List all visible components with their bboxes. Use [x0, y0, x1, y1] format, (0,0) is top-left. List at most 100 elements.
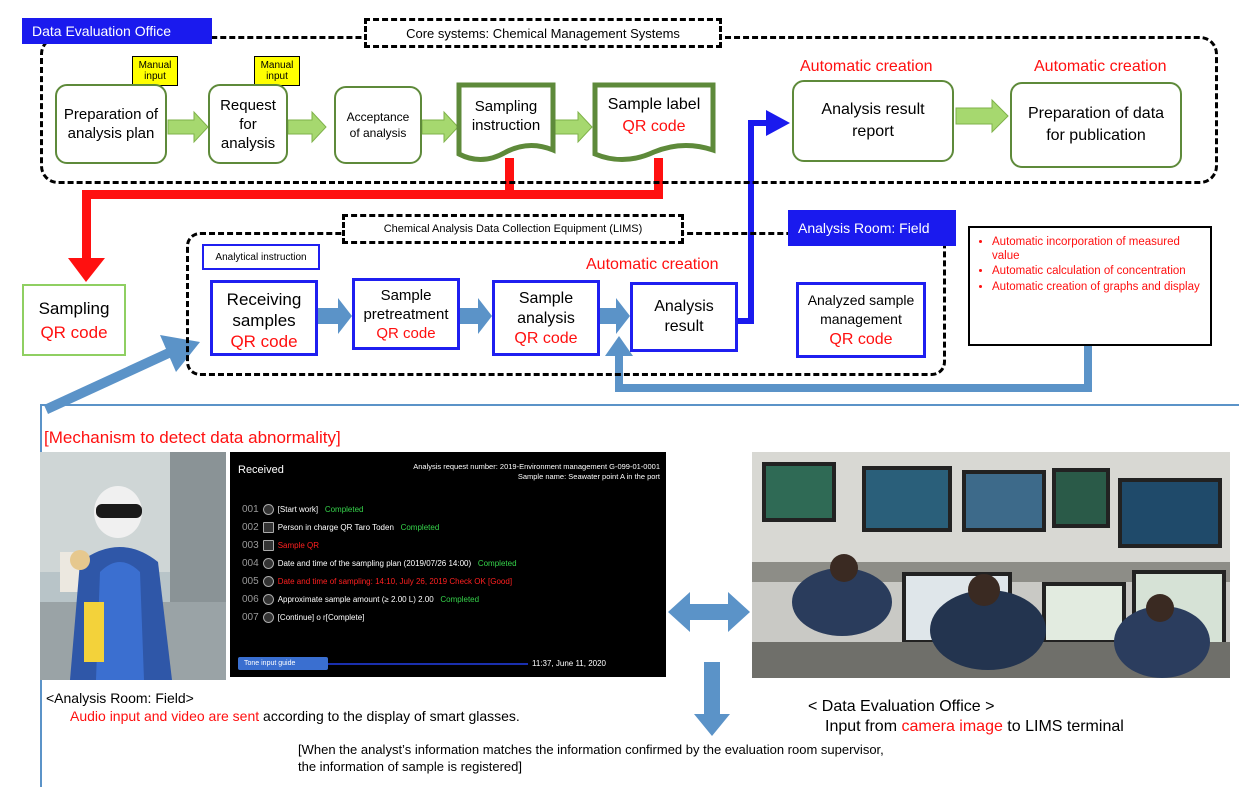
analysis-room-text: Analysis Room: Field [798, 220, 930, 236]
request-for-analysis: Request for analysis [208, 84, 288, 164]
tone-input-guide-button[interactable]: Tone input guide [238, 657, 328, 670]
screen-row-3-text: Sample QR [277, 541, 320, 550]
analyzed-mgmt-text: Analyzed sample management [807, 292, 915, 327]
preparation-text: Preparation of analysis plan [63, 106, 159, 142]
auto-creation-label-2: Automatic creation [1034, 58, 1167, 75]
automation-item-3: Automatic creation of graphs and display [992, 281, 1202, 295]
screen-row-5-text: Date and time of sampling: 14:10, July 2… [277, 577, 513, 586]
request-text: Request for analysis [220, 96, 276, 152]
analytical-instruction-label: Analytical instruction [202, 244, 320, 270]
sample-label-qr: QR code [622, 118, 686, 135]
lims-title: Chemical Analysis Data Collection Equipm… [342, 214, 684, 244]
tone-input-guide-text: Tone input guide [244, 660, 296, 667]
register-caption-line-2: the information of sample is registered] [298, 759, 522, 774]
screen-row-6-text: Approximate sample amount (≥ 2.00 L) 2.0… [277, 595, 434, 604]
input-caption-red: camera image [901, 718, 1003, 735]
screen-row-1-num: 001 [242, 504, 259, 515]
status-icon [262, 594, 274, 606]
acceptance-of-analysis: Acceptance of analysis [334, 86, 422, 164]
screen-sample-name: Sample name: Seawater point A in the por… [517, 472, 660, 481]
sample-analysis: Sample analysis QR code [492, 280, 600, 356]
lims-flow-arrows [318, 298, 630, 334]
green-arrow-2 [287, 110, 327, 144]
screen-row-7-text: [Continue] o r[Complete] [277, 613, 365, 622]
smart-glasses-screen: Received Analysis request number: 2019-E… [230, 452, 666, 677]
screen-row-3-num: 003 [242, 540, 259, 551]
sampling-text: Sampling [38, 299, 110, 318]
mechanism-title: [Mechanism to detect data abnormality] [44, 428, 341, 447]
screen-row-4-status: Completed [477, 559, 517, 568]
automation-item-1: Automatic incorporation of measured valu… [992, 236, 1202, 263]
audio-caption: Audio input and video are sent according… [70, 708, 520, 724]
screen-row-6: 006 Approximate sample amount (≥ 2.00 L) … [242, 594, 480, 606]
analysis-result-text: Analysis result [654, 298, 714, 335]
receiving-text: Receiving samples [226, 290, 302, 330]
manual-input-note-1: Manual input [132, 56, 178, 86]
manual-input-note-2: Manual input [254, 56, 300, 86]
down-arrow [694, 662, 730, 736]
lims-auto-creation: Automatic creation [586, 256, 719, 273]
input-caption-suffix: to LIMS terminal [1002, 718, 1124, 735]
screen-row-5-num: 005 [242, 576, 259, 587]
analysis-room-field-title: Analysis Room: Field [788, 210, 956, 246]
sampling-box: Sampling QR code [22, 284, 126, 356]
screen-row-2-status: Completed [400, 523, 440, 532]
screen-row-6-status: Completed [440, 595, 480, 604]
screen-received-label: Received [238, 464, 284, 476]
register-caption-line-1: [When the analyst’s information matches … [298, 742, 884, 757]
data-evaluation-office-title: Data Evaluation Office [22, 18, 212, 44]
automation-list-box: Automatic incorporation of measured valu… [968, 226, 1212, 346]
green-arrow-1 [167, 110, 209, 144]
blue-connector [738, 110, 790, 324]
screen-request-number: Analysis request number: 2019-Environmen… [413, 462, 660, 471]
status-icon [262, 612, 274, 624]
screen-row-1: 001[Start work] Completed [242, 504, 364, 516]
screen-timestamp: 11:37, June 11, 2020 [532, 659, 606, 668]
screen-row-7-num: 007 [242, 612, 259, 623]
core-systems-text: Core systems: Chemical Management System… [406, 25, 680, 41]
green-arrow-4 [553, 110, 593, 144]
screen-row-6-num: 006 [242, 594, 259, 605]
qr-icon [262, 522, 274, 534]
automation-list: Automatic incorporation of measured valu… [978, 236, 1202, 294]
automation-item-2: Automatic calculation of concentration [992, 265, 1202, 279]
preparation-of-data-for-publication: Preparation of data for publication [1010, 82, 1182, 168]
field-photo [40, 452, 226, 680]
receiving-samples: Receiving samples QR code [210, 280, 318, 356]
sampling-instruction-shape [456, 82, 556, 162]
office-title-text: Data Evaluation Office [32, 23, 172, 39]
red-connector [68, 158, 663, 282]
analyzed-sample-management: Analyzed sample management QR code [796, 282, 926, 358]
core-systems-label: Core systems: Chemical Management System… [364, 18, 722, 48]
lims-title-text: Chemical Analysis Data Collection Equipm… [383, 223, 643, 235]
sampling-instruction-text: Sampling instruction [471, 98, 541, 134]
preparation-of-analysis-plan: Preparation of analysis plan [55, 84, 167, 164]
input-caption-prefix: Input from [825, 718, 902, 735]
diagonal-arrow [44, 335, 200, 414]
publication-text: Preparation of data for publication [1027, 105, 1165, 144]
analysis-report-text: Analysis result report [821, 101, 925, 140]
screen-row-4-num: 004 [242, 558, 259, 569]
feedback-loop [605, 336, 1092, 392]
screen-row-2-num: 002 [242, 522, 259, 533]
sample-analysis-qr: QR code [514, 330, 578, 347]
manual-input-text-1: Manual input [138, 60, 172, 82]
sampling-qr: QR code [40, 323, 108, 342]
clock-icon [262, 558, 274, 570]
office-photo [752, 452, 1230, 678]
double-arrow [668, 592, 750, 632]
audio-caption-red: Audio input and video are sent [70, 708, 260, 724]
office-caption: < Data Evaluation Office > [808, 698, 995, 715]
qr-icon [262, 540, 274, 552]
status-icon [262, 504, 274, 516]
lims-arrow-1 [318, 298, 352, 334]
screen-row-1-status: Completed [324, 505, 364, 514]
monitor-icon [262, 576, 274, 588]
auto-creation-label-1: Automatic creation [800, 58, 933, 75]
field-room-caption: <Analysis Room: Field> [46, 690, 194, 706]
pretreatment-text: Sample pretreatment [363, 287, 449, 323]
sample-label-box: Sample label QR code [596, 94, 712, 138]
